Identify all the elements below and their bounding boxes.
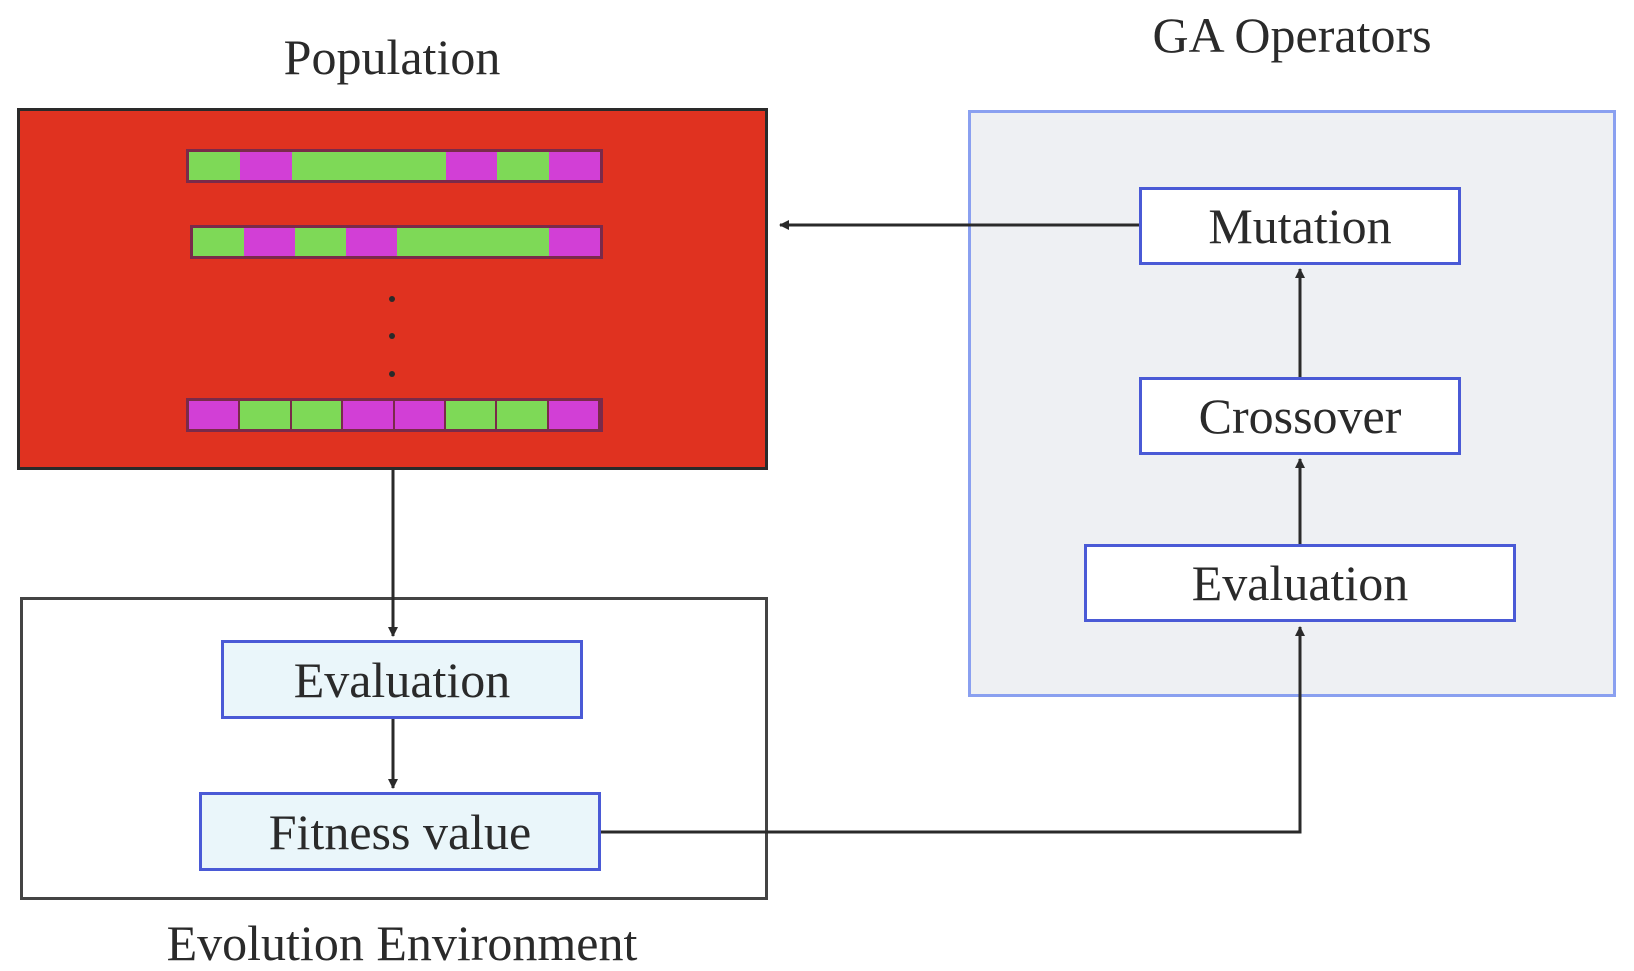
fitness-value-box: Fitness value [199, 792, 601, 871]
arrow-fitness-to-ga-evaluation [601, 626, 1305, 834]
gene-magenta [549, 228, 600, 256]
ellipsis-dot [389, 296, 395, 302]
gene-magenta [189, 401, 241, 429]
gene-green [447, 228, 499, 256]
gene-magenta [343, 401, 395, 429]
chromosome-1 [186, 149, 603, 183]
gene-green [394, 152, 446, 180]
population-title: Population [283, 29, 501, 85]
chromosome-n [186, 398, 603, 432]
gene-magenta [548, 401, 600, 429]
gene-green [498, 228, 550, 256]
ga-operators-title: GA Operators [1152, 7, 1432, 63]
gene-green [343, 152, 395, 180]
gene-green [291, 152, 344, 180]
chromosome-2 [190, 225, 603, 259]
evolution-environment-title: Evolution Environment [166, 915, 638, 971]
gene-magenta [445, 152, 498, 180]
crossover-box: Crossover [1139, 377, 1461, 455]
gene-green [240, 401, 292, 429]
gene-magenta [394, 401, 446, 429]
ellipsis-dot [389, 371, 395, 377]
ellipsis-dot [389, 333, 395, 339]
gene-green [189, 152, 241, 180]
gene-green [445, 401, 498, 429]
gene-magenta [345, 228, 397, 256]
gene-magenta [240, 152, 292, 180]
gene-green [396, 228, 448, 256]
mutation-box: Mutation [1139, 187, 1461, 265]
gene-green [291, 401, 344, 429]
gene-green [193, 228, 244, 256]
gene-magenta [243, 228, 295, 256]
gene-green [497, 152, 549, 180]
ga-evaluation-box: Evaluation [1084, 544, 1516, 622]
gene-magenta [548, 152, 600, 180]
gene-green [497, 401, 549, 429]
population-box [17, 108, 768, 470]
evaluation-box: Evaluation [221, 640, 583, 719]
gene-green [294, 228, 346, 256]
